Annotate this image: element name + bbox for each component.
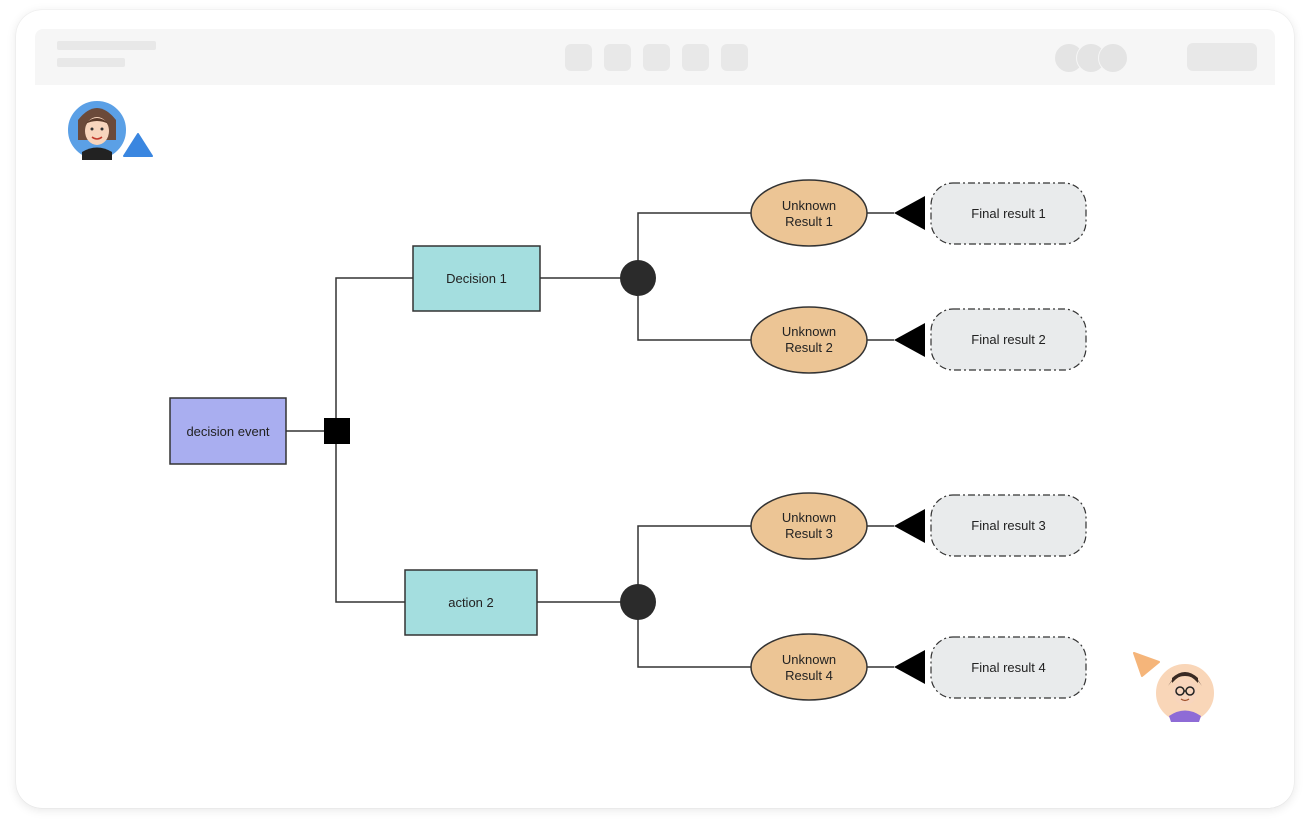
unknown-result-3-node[interactable]: Unknown Result 3 [750,492,868,560]
toolbar [35,29,1275,85]
tool-button-5[interactable] [721,44,748,71]
unknown-result-3-line-2: Result 3 [785,526,833,541]
tool-button-4[interactable] [682,44,709,71]
decision-square-icon[interactable] [324,418,350,444]
collaborator-cursor-1-icon [123,133,153,157]
unknown-result-3-line-1: Unknown [782,510,836,525]
unknown-result-2-line-2: Result 2 [785,340,833,355]
end-triangle-icon [894,650,925,684]
chance-circle-icon[interactable] [620,260,656,296]
collaborator-avatar-1 [66,99,128,161]
unknown-result-2-line-1: Unknown [782,324,836,339]
decision-1-label: Decision 1 [446,271,507,286]
collaborator-dot-3[interactable] [1098,43,1128,73]
collaborator-avatar-2 [1154,662,1216,724]
end-triangle-icon [894,509,925,543]
final-result-4-label: Final result 4 [971,660,1045,675]
unknown-result-4-node[interactable]: Unknown Result 4 [750,633,868,701]
unknown-result-4-line-1: Unknown [782,652,836,667]
final-result-3-label: Final result 3 [971,518,1045,533]
action-2-label: action 2 [448,595,494,610]
final-result-1-node[interactable]: Final result 1 [930,182,1087,245]
unknown-result-2-node[interactable]: Unknown Result 2 [750,306,868,374]
chance-circle-icon[interactable] [620,584,656,620]
end-triangle-icon [894,323,925,357]
subtitle-placeholder [57,58,125,67]
unknown-result-1-line-1: Unknown [782,198,836,213]
title-placeholder [57,41,156,50]
end-triangle-icon [894,196,925,230]
unknown-result-1-node[interactable]: Unknown Result 1 [750,179,868,247]
final-result-4-node[interactable]: Final result 4 [930,636,1087,699]
root-node-label: decision event [186,424,269,439]
tool-button-3[interactable] [643,44,670,71]
unknown-result-1-line-2: Result 1 [785,214,833,229]
final-result-2-node[interactable]: Final result 2 [930,308,1087,371]
root-node[interactable]: decision event [169,397,287,465]
final-result-2-label: Final result 2 [971,332,1045,347]
decision-1-node[interactable]: Decision 1 [412,245,541,312]
share-button[interactable] [1187,43,1257,71]
tool-button-1[interactable] [565,44,592,71]
action-2-node[interactable]: action 2 [404,569,538,636]
tool-button-2[interactable] [604,44,631,71]
connector-lines [286,212,894,668]
unknown-result-4-line-2: Result 4 [785,668,833,683]
collaborator-cursor-2-icon [1133,652,1160,677]
final-result-1-label: Final result 1 [971,206,1045,221]
final-result-3-node[interactable]: Final result 3 [930,494,1087,557]
